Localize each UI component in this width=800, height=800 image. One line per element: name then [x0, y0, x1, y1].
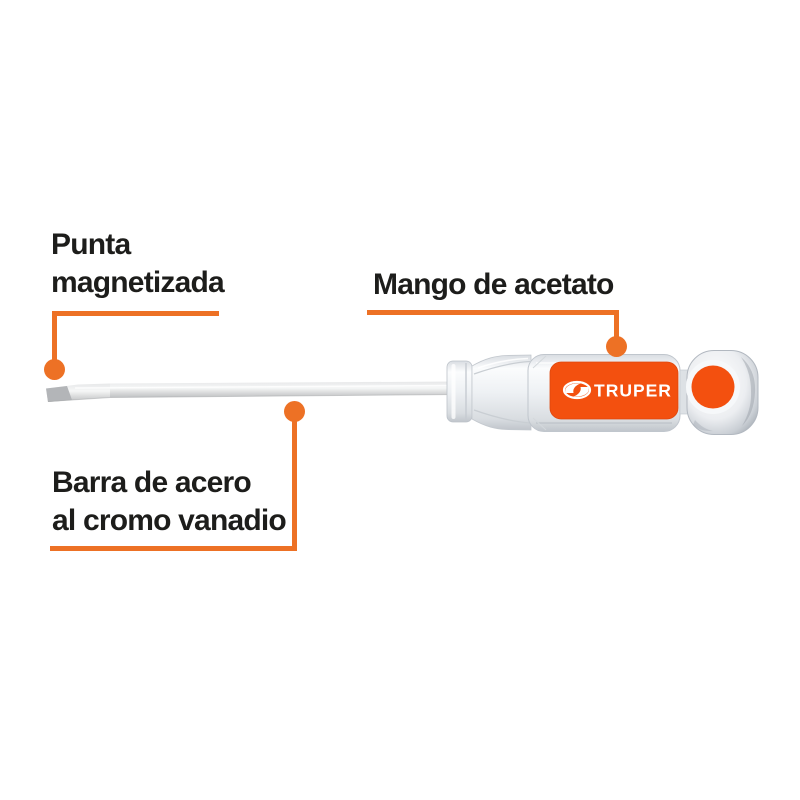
tip-label-line1: Punta	[51, 228, 131, 261]
truper-logo: TRUPER	[562, 380, 672, 401]
shaft-leader-horizontal	[50, 546, 297, 551]
logo-swoosh-left	[565, 383, 581, 393]
handle-leader-vertical	[614, 310, 619, 341]
shaft-highlight	[74, 384, 459, 389]
brand-name: TRUPER	[594, 381, 672, 401]
collar-highlight	[451, 364, 456, 419]
handle-callout-dot	[606, 336, 627, 357]
tip-callout-dot	[44, 359, 65, 380]
handle-label: Mango de acetato	[373, 268, 614, 301]
acetate-handle: TRUPER	[446, 350, 759, 435]
shaft-label-line2: al cromo vanadio	[52, 504, 287, 537]
logo-swoosh-right	[573, 387, 589, 397]
neck-flute-top	[473, 360, 531, 375]
shaft-bottom-edge	[47, 394, 459, 402]
neck-flute-bottom	[473, 409, 531, 424]
tip-label: Punta magnetizada	[51, 226, 225, 302]
tip-leader-horizontal	[52, 311, 219, 316]
steel-bar	[46, 381, 459, 402]
shaft-leader-vertical	[292, 418, 297, 551]
tip-leader-vertical	[52, 311, 57, 364]
handle-collar	[446, 360, 473, 423]
handle-leader-horizontal	[367, 310, 619, 315]
truper-logo-icon	[562, 380, 592, 400]
blade-tip-facet	[46, 386, 72, 402]
shaft-label: Barra de acero al cromo vanadio	[52, 464, 287, 540]
knob-shade-bottom-left	[693, 420, 713, 432]
body-bevel-top-left	[532, 355, 547, 369]
orange-insert	[549, 361, 679, 420]
shaft-callout-dot	[284, 401, 305, 422]
knob-shade-right	[741, 357, 756, 426]
handle-neck	[471, 354, 532, 431]
neck-glint	[477, 357, 529, 369]
shaft-label-line1: Barra de acero	[52, 466, 252, 499]
knob-orange-core	[691, 365, 735, 409]
tip-label-line2: magnetizada	[51, 266, 225, 299]
body-bevel-bottom-left	[532, 417, 547, 431]
